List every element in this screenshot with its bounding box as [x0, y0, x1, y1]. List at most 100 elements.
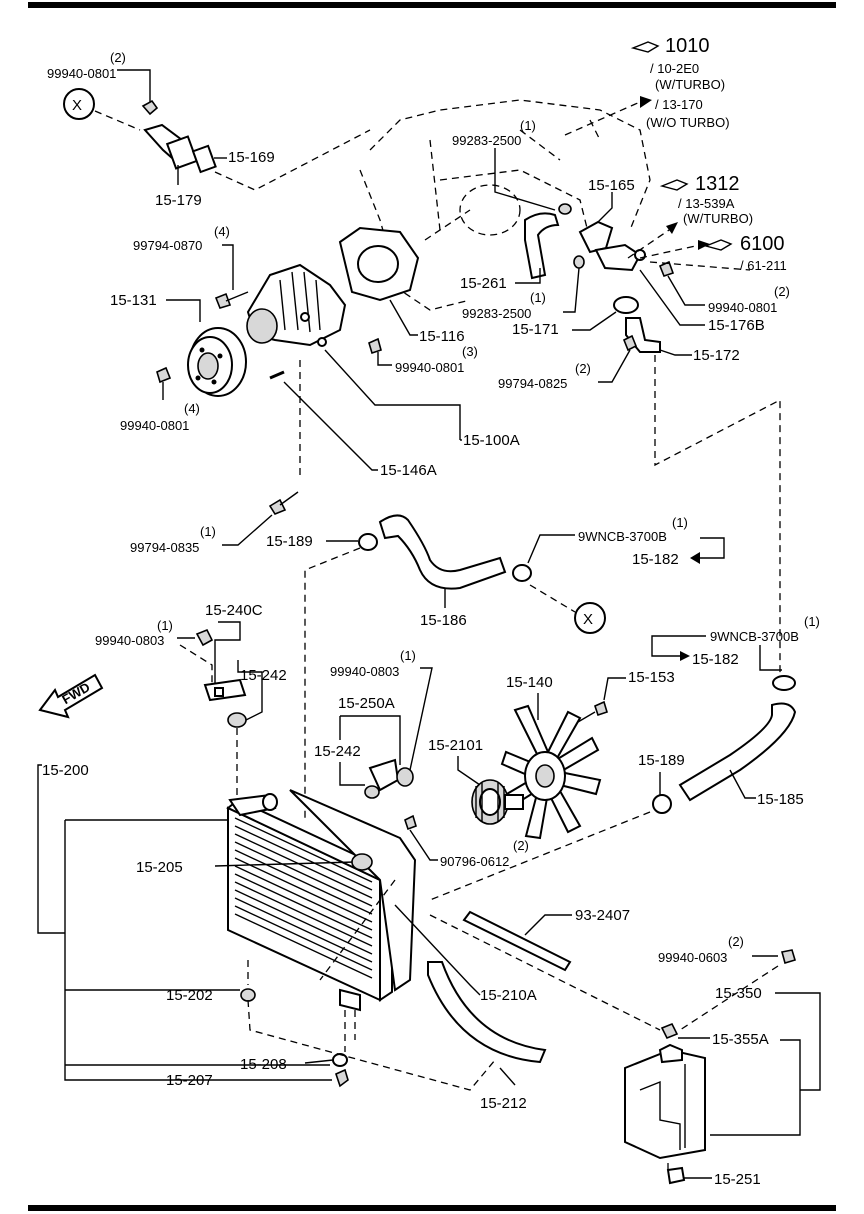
cap-15-355a — [660, 1022, 679, 1040]
callout-p-99940-0801-c: 99940-0801 — [395, 360, 464, 375]
callout-p-15-169: 15-169 — [228, 149, 275, 166]
gasket-15-169 — [191, 144, 217, 174]
gasket-15-171 — [613, 296, 639, 314]
callout-p-15-165: 15-165 — [588, 177, 635, 194]
callout-p-99940-0803-b-qty: (1) — [400, 648, 416, 663]
callout-p-99283-2500-b-qty: (1) — [530, 290, 546, 305]
callout-p-99940-0801-d-qty: (2) — [774, 284, 790, 299]
reference-6100: 6100 / 61-211 — [639, 233, 787, 273]
reference-1010: 1010 / 10-2E0 (W/TURBO) / 13-170 (W/O TU… — [564, 35, 730, 136]
callout-p-15-210a: 15-210A — [480, 987, 537, 1004]
reference-x-marker-mid — [574, 602, 606, 634]
bolt-15-153 — [594, 700, 608, 717]
bottom-border — [28, 1205, 836, 1211]
callout-p-15-350: 15-350 — [715, 985, 762, 1002]
callout-p-9wncb-b: 9WNCB-3700B — [710, 629, 799, 644]
callout-p-15-208: 15-208 — [240, 1056, 287, 1073]
pump-gasket-group: 15-116 (3) 99940-0801 — [338, 209, 478, 375]
callout-p-x-mid: X — [583, 611, 593, 628]
callout-number: 6100 — [740, 233, 785, 255]
reservoir-group: 93-2407 (2) 99940-0603 15-350 15-355A 15… — [429, 907, 821, 1188]
radiator-group: 15-200 15-205 (2) 90796-0612 15-202 15-2… — [37, 762, 529, 1091]
callout-text: (W/TURBO) — [683, 211, 753, 226]
clamp-15-189-b — [652, 794, 672, 814]
upper-hose-15-186 — [378, 514, 507, 590]
callout-p-15-207: 15-207 — [166, 1072, 213, 1089]
coolant-reservoir-15-350 — [624, 1043, 706, 1160]
callout-p-x-top: X — [72, 97, 82, 114]
lower-hose-group: (1) 9WNCB-3700B 15-182 15-185 15-189 — [429, 614, 820, 901]
callout-p-99283-2500-b: 99283-2500 — [462, 306, 531, 321]
callout-p-15-2101: 15-2101 — [428, 737, 483, 754]
radiator-15-200 — [226, 793, 395, 1012]
clamp-99283-2500-a — [558, 203, 572, 215]
callout-p-15-250a: 15-250A — [338, 695, 395, 712]
clamp-9wncb-3700b-a — [512, 564, 532, 582]
callout-p-15-202: 15-202 — [166, 987, 213, 1004]
callout-p-15-205: 15-205 — [136, 859, 183, 876]
callout-p-15-212: 15-212 — [480, 1095, 527, 1112]
callout-text: / 13-539A — [678, 196, 735, 211]
nut-99940-0801-a — [141, 99, 159, 116]
callout-p-99940-0801-d: 99940-0801 — [708, 300, 777, 315]
bracket-15-240c — [203, 678, 247, 702]
callout-number: 1312 — [695, 173, 740, 195]
callout-p-99794-0870: 99794-0870 — [133, 238, 202, 253]
callout-p-99794-0870-qty: (4) — [214, 224, 230, 239]
callout-p-15-116: 15-116 — [419, 328, 465, 345]
fwd-arrow: FWD — [38, 673, 104, 719]
lower-hose-15-185 — [678, 702, 797, 802]
callout-p-15-140: 15-140 — [506, 674, 553, 691]
nut-99940-0801-c — [368, 337, 382, 355]
callout-p-99794-0835: 99794-0835 — [130, 540, 199, 555]
drain-plug-15-202 — [240, 988, 256, 1002]
callout-p-90796-0612: 90796-0612 — [440, 854, 509, 869]
callout-p-15-200: 15-200 — [42, 762, 89, 779]
callout-p-9wncb-a-qty: (1) — [672, 515, 688, 530]
callout-p-15-186: 15-186 — [420, 612, 467, 629]
callout-p-15-146a: 15-146A — [380, 462, 437, 479]
callout-p-15-185: 15-185 — [757, 791, 804, 808]
callout-p-15-242-a: 15-242 — [240, 667, 287, 684]
stud-15-146a — [269, 370, 285, 380]
callout-p-15-240c: 15-240C — [205, 602, 263, 619]
fitting-15-176b — [594, 243, 642, 272]
callout-p-99940-0801-c-qty: (3) — [462, 344, 478, 359]
bracket-15-251 — [666, 1166, 686, 1185]
callout-p-93-2407: 93-2407 — [575, 907, 630, 924]
lower-shroud-group: 15-210A 15-212 — [394, 904, 547, 1112]
callout-p-99940-0801-a: 99940-0801 — [47, 66, 116, 81]
callout-p-15-100a: 15-100A — [463, 432, 520, 449]
nut-99940-0803-a — [195, 628, 214, 647]
clamp-99283-2500-b — [573, 255, 585, 269]
fan-clutch-15-2101 — [471, 779, 524, 825]
callout-p-90796-0612-qty: (2) — [513, 838, 529, 853]
callout-p-99940-0603: 99940-0603 — [658, 950, 727, 965]
water-pump-group: (4) 99794-0870 15-131 (4) 99940-0801 15-… — [110, 224, 520, 480]
callout-p-99940-0801-b: 99940-0801 — [120, 418, 189, 433]
insulator-15-242-a — [227, 712, 247, 728]
upper-bracket-group: 15-240C (1) 99940-0803 15-242 — [95, 602, 287, 800]
reference-x-marker-top — [63, 88, 95, 120]
callout-p-15-172: 15-172 — [693, 347, 740, 364]
thermostat-cover-15-165 — [578, 220, 614, 254]
nut-99940-0603 — [781, 949, 796, 965]
callout-p-99794-0825-qty: (2) — [575, 361, 591, 376]
callout-p-9wncb-b-qty: (1) — [804, 614, 820, 629]
callout-p-15-182-a: 15-182 — [632, 551, 679, 568]
bypass-hose-15-261 — [524, 212, 560, 280]
outlet-pipe-group: X (2) 99940-0801 15-179 15-169 — [47, 50, 371, 209]
callout-text: / 61-211 — [740, 258, 787, 273]
nut-99940-0801-d — [658, 260, 675, 277]
callout-p-99940-0801-b-qty: (4) — [184, 401, 200, 416]
bolt-99794-0835 — [268, 498, 287, 515]
callout-p-15-261: 15-261 — [460, 275, 507, 292]
callout-p-15-355a: 15-355A — [712, 1031, 769, 1048]
overflow-hose-93-2407 — [462, 910, 572, 972]
callout-text: / 10-2E0 — [650, 61, 699, 76]
callout-p-99940-0801-a-qty: (2) — [110, 50, 126, 65]
insulator-15-242-b — [364, 785, 380, 799]
cooling-fan-group: 15-140 15-153 15-2101 — [428, 669, 675, 840]
bolt-15-207 — [335, 1068, 349, 1088]
callout-text: (W/TURBO) — [655, 77, 725, 92]
